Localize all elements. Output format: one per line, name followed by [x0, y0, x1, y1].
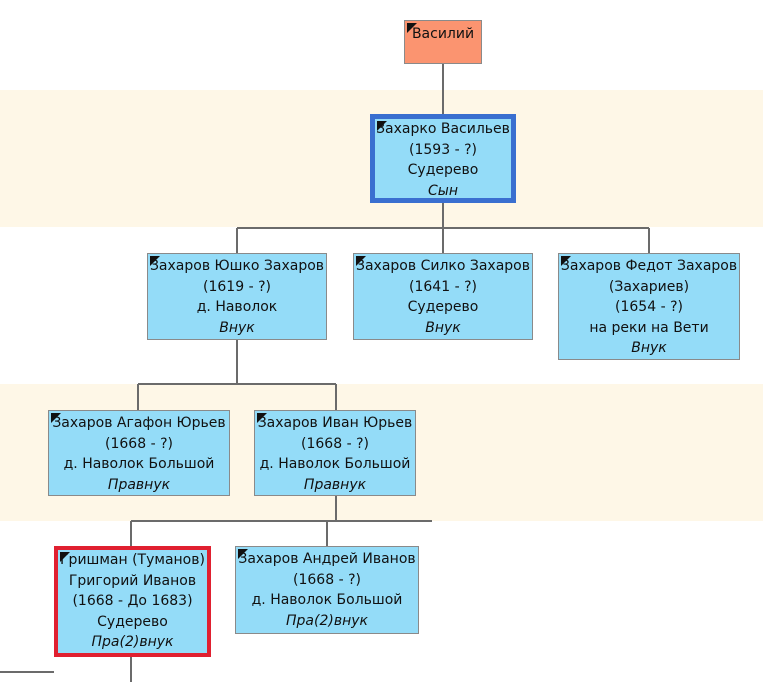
node-zakharko[interactable]: Захарко Васильев (1593 - ?) Судерево Сын — [370, 114, 516, 203]
node-ivan[interactable]: Захаров Иван Юрьев (1668 - ?) д. Наволок… — [254, 410, 416, 496]
link-grishman-children — [0, 657, 132, 682]
corner-marker-icon — [377, 121, 387, 131]
node-place: на реки на Вети — [589, 319, 709, 336]
node-name: Захаров Иван Юрьев — [257, 415, 413, 431]
node-yushko[interactable]: Захаров Юшко Захаров (1619 - ?) д. Навол… — [147, 253, 327, 340]
node-andrey[interactable]: Захаров Андрей Иванов (1668 - ?) д. Наво… — [235, 546, 419, 634]
node-fedot[interactable]: Захаров Федот Захаров (Захариев) (1654 -… — [558, 253, 740, 360]
node-relation: Правнук — [303, 476, 367, 493]
corner-marker-icon — [356, 256, 366, 266]
corner-marker-icon — [51, 413, 61, 423]
node-place: Судерево — [97, 613, 168, 630]
node-name: Захаров Агафон Юрьев — [52, 415, 226, 431]
node-place: Судерево — [407, 299, 479, 315]
node-name: Захарко Васильев — [376, 121, 510, 137]
node-relation: Пра(2)внук — [91, 634, 174, 650]
node-nickname: (Захариев) — [608, 278, 690, 295]
node-vasily[interactable]: Василий — [404, 20, 482, 64]
connector-group — [0, 64, 650, 682]
node-relation: Внук — [425, 319, 461, 336]
node-relation: Правнук — [107, 476, 171, 493]
node-place: д. Наволок Большой — [259, 456, 411, 472]
node-relation: Сын — [428, 182, 458, 199]
node-dates: (1593 - ?) — [409, 141, 477, 158]
node-dates: (1619 - ?) — [203, 278, 271, 295]
node-name: Гришман (Туманов) — [60, 552, 205, 568]
corner-marker-icon — [257, 413, 267, 423]
node-dates: (1668 - ?) — [293, 571, 361, 588]
node-dates: (1641 - ?) — [409, 278, 477, 295]
corner-marker-icon — [407, 23, 417, 33]
node-place: Судерево — [407, 162, 479, 178]
node-name: Захаров Силко Захаров — [356, 258, 530, 274]
node-name: Василий — [411, 26, 475, 42]
corner-marker-icon — [150, 256, 160, 266]
node-relation: Внук — [219, 319, 255, 336]
link-zakharko-children — [236, 202, 650, 253]
node-dates: (1668 - До 1683) — [72, 593, 193, 609]
node-place: д. Наволок Большой — [63, 456, 215, 472]
node-grishman[interactable]: Гришман (Туманов) Григорий Иванов (1668 … — [54, 546, 211, 657]
node-name-2: Григорий Иванов — [68, 572, 197, 589]
node-silko[interactable]: Захаров Силко Захаров (1641 - ?) Судерев… — [353, 253, 533, 340]
node-name: Захаров Юшко Захаров — [149, 258, 325, 274]
node-agafon[interactable]: Захаров Агафон Юрьев (1668 - ?) д. Навол… — [48, 410, 230, 496]
link-yushko-children — [137, 340, 337, 410]
node-place: д. Наволок Большой — [251, 592, 403, 608]
node-relation: Внук — [631, 340, 667, 356]
corner-marker-icon — [60, 552, 70, 562]
link-ivan-children — [130, 496, 432, 546]
node-name: Захаров Федот Захаров — [560, 258, 738, 274]
node-place: д. Наволок — [196, 299, 278, 315]
node-dates: (1668 - ?) — [301, 435, 369, 452]
node-dates: (1668 - ?) — [105, 435, 173, 452]
node-relation: Пра(2)внук — [286, 612, 368, 629]
node-name: Захаров Андрей Иванов — [238, 551, 416, 567]
corner-marker-icon — [238, 549, 248, 559]
corner-marker-icon — [561, 256, 571, 266]
node-dates: (1654 - ?) — [615, 299, 683, 315]
